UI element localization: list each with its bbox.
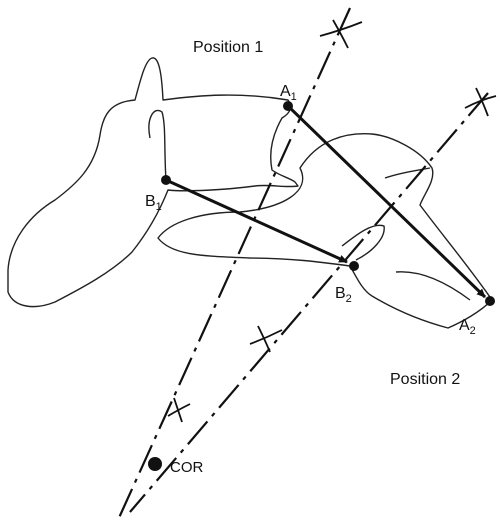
arrow-a1-a2 bbox=[286, 104, 487, 299]
point-b1 bbox=[161, 175, 171, 185]
label-b2: B2 bbox=[335, 285, 352, 305]
compass-marks bbox=[167, 19, 497, 423]
arc-mark-mid-b bbox=[249, 329, 283, 345]
point-cor bbox=[148, 457, 162, 471]
vertebra-position-1 bbox=[7, 57, 299, 308]
arc-mark-top-b bbox=[464, 95, 497, 109]
perpendicular-bisector-a bbox=[116, 7, 352, 521]
label-position-2: Position 2 bbox=[390, 371, 460, 388]
label-cor: COR bbox=[170, 459, 204, 476]
label-b1: B1 bbox=[145, 193, 162, 213]
point-a2 bbox=[485, 296, 495, 306]
label-position-1: Position 1 bbox=[193, 39, 263, 56]
point-a1 bbox=[283, 101, 293, 111]
label-a1: A1 bbox=[280, 83, 297, 103]
label-a2: A2 bbox=[459, 317, 476, 337]
arc-mark-mid-b-2 bbox=[257, 325, 271, 353]
point-b2 bbox=[349, 261, 359, 271]
arc-mark-top-a bbox=[319, 21, 363, 37]
arc-mark-top-b-2 bbox=[475, 87, 489, 117]
vertebra-position-2 bbox=[157, 133, 493, 329]
arc-mark-top-a-2 bbox=[332, 19, 349, 49]
arc-mark-low-a-2 bbox=[173, 397, 183, 423]
perpendicular-bisector-b bbox=[129, 92, 489, 513]
arrow-b1-b2 bbox=[165, 178, 348, 264]
